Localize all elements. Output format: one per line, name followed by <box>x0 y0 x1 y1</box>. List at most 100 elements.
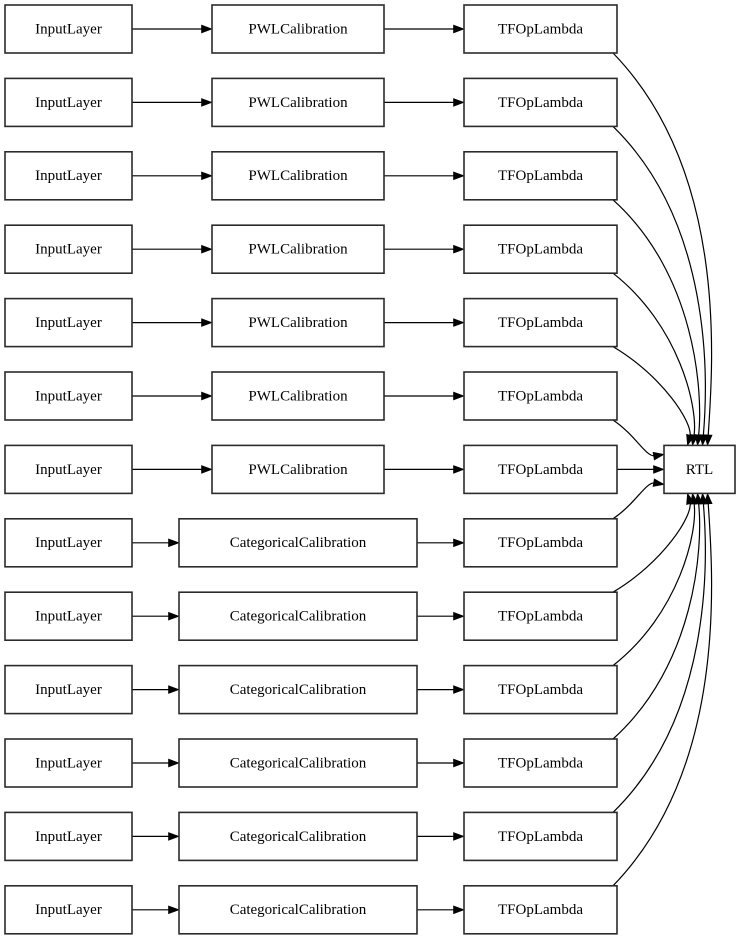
node-input-layer-3-box <box>4 151 133 201</box>
node-calibration-6[interactable]: PWLCalibration <box>211 371 385 421</box>
node-calibration-7-box <box>211 444 385 495</box>
node-input-layer-4-box <box>4 224 133 274</box>
node-calibration-5-label: PWLCalibration <box>248 315 348 331</box>
edge-input-to-calibration-8-arrowhead <box>168 538 180 548</box>
node-rtl-label: RTL <box>686 462 713 478</box>
node-calibration-3[interactable]: PWLCalibration <box>211 151 385 201</box>
node-calibration-10-label: CategoricalCalibration <box>230 682 367 698</box>
node-input-layer-1[interactable]: InputLayer <box>4 4 133 54</box>
edge-calibration-to-lambda-12-arrowhead <box>453 832 465 841</box>
edge-input-to-calibration-10-arrowhead <box>168 685 180 694</box>
node-calibration-10[interactable]: CategoricalCalibration <box>178 664 418 715</box>
node-input-layer-11[interactable]: InputLayer <box>4 738 133 788</box>
node-tf-op-lambda-5-label: TFOpLambda <box>498 315 583 331</box>
node-input-layer-7[interactable]: InputLayer <box>4 444 133 495</box>
edge-input-to-calibration-6-arrowhead <box>201 391 213 401</box>
node-input-layer-3-label: InputLayer <box>35 168 102 184</box>
node-tf-op-lambda-7[interactable]: TFOpLambda <box>463 444 618 495</box>
node-tf-op-lambda-12-box <box>463 811 618 862</box>
node-tf-op-lambda-8-box <box>463 517 618 568</box>
node-calibration-2[interactable]: PWLCalibration <box>211 77 385 128</box>
node-tf-op-lambda-12[interactable]: TFOpLambda <box>463 811 618 862</box>
node-calibration-12[interactable]: CategoricalCalibration <box>178 811 418 862</box>
edge-calibration-to-lambda-8-arrowhead <box>453 538 465 548</box>
node-input-layer-8[interactable]: InputLayer <box>4 517 133 568</box>
node-input-layer-2[interactable]: InputLayer <box>4 77 133 128</box>
node-calibration-13-box <box>178 884 418 935</box>
node-input-layer-13-label: InputLayer <box>35 902 102 918</box>
node-calibration-4[interactable]: PWLCalibration <box>211 224 385 274</box>
node-input-layer-4[interactable]: InputLayer <box>4 224 133 274</box>
edge-lambda-to-rtl-13 <box>612 502 713 887</box>
edge-lambda-to-rtl-3 <box>612 199 701 437</box>
node-calibration-11[interactable]: CategoricalCalibration <box>178 738 418 788</box>
node-input-layer-2-label: InputLayer <box>35 95 102 111</box>
node-calibration-13[interactable]: CategoricalCalibration <box>178 884 418 935</box>
edge-calibration-to-lambda-7-arrowhead <box>453 465 465 474</box>
node-calibration-10-box <box>178 664 418 715</box>
node-tf-op-lambda-9[interactable]: TFOpLambda <box>463 591 618 642</box>
node-tf-op-lambda-9-box <box>463 591 618 642</box>
node-input-layer-10-box <box>4 664 133 715</box>
node-tf-op-lambda-10[interactable]: TFOpLambda <box>463 664 618 715</box>
node-input-layer-12[interactable]: InputLayer <box>4 811 133 862</box>
node-tf-op-lambda-6-box <box>463 371 618 421</box>
edge-calibration-to-lambda-11-arrowhead <box>453 758 465 768</box>
node-input-layer-9[interactable]: InputLayer <box>4 591 133 642</box>
edge-calibration-to-lambda-13-arrowhead <box>453 905 465 915</box>
edge-lambda-to-rtl-5 <box>612 346 691 437</box>
node-calibration-5[interactable]: PWLCalibration <box>211 297 385 348</box>
node-tf-op-lambda-10-label: TFOpLambda <box>498 682 583 698</box>
node-input-layer-11-label: InputLayer <box>35 755 102 771</box>
edge-lambda-to-rtl-12 <box>612 502 706 813</box>
node-tf-op-lambda-5[interactable]: TFOpLambda <box>463 297 618 348</box>
node-calibration-7[interactable]: PWLCalibration <box>211 444 385 495</box>
edge-input-to-calibration-4-arrowhead <box>201 244 213 254</box>
node-input-layer-5-label: InputLayer <box>35 315 102 331</box>
node-tf-op-lambda-4-label: TFOpLambda <box>498 242 583 258</box>
node-calibration-1[interactable]: PWLCalibration <box>211 4 385 54</box>
edge-lambda-to-rtl-7-arrowhead <box>653 465 665 474</box>
node-tf-op-lambda-1[interactable]: TFOpLambda <box>463 4 618 54</box>
node-tf-op-lambda-13-label: TFOpLambda <box>498 902 583 918</box>
node-input-layer-3[interactable]: InputLayer <box>4 151 133 201</box>
node-tf-op-lambda-13[interactable]: TFOpLambda <box>463 884 618 935</box>
edge-lambda-to-rtl-13-arrowhead <box>703 492 713 505</box>
node-calibration-6-label: PWLCalibration <box>248 388 348 404</box>
node-rtl-box <box>663 444 736 495</box>
node-calibration-8-label: CategoricalCalibration <box>230 535 367 551</box>
edge-input-to-calibration-1-arrowhead <box>201 24 213 34</box>
edge-lambda-to-rtl-4 <box>612 272 696 437</box>
node-calibration-9[interactable]: CategoricalCalibration <box>178 591 418 642</box>
node-tf-op-lambda-1-box <box>463 4 618 54</box>
node-input-layer-6-label: InputLayer <box>35 388 102 404</box>
node-input-layer-6-box <box>4 371 133 421</box>
node-tf-op-lambda-11[interactable]: TFOpLambda <box>463 738 618 788</box>
node-tf-op-lambda-8[interactable]: TFOpLambda <box>463 517 618 568</box>
edge-input-to-calibration-2-arrowhead <box>201 98 213 107</box>
node-tf-op-lambda-10-box <box>463 664 618 715</box>
node-input-layer-13[interactable]: InputLayer <box>4 884 133 935</box>
node-input-layer-6[interactable]: InputLayer <box>4 371 133 421</box>
edge-calibration-to-lambda-1-arrowhead <box>453 24 465 34</box>
node-calibration-8[interactable]: CategoricalCalibration <box>178 517 418 568</box>
node-input-layer-9-label: InputLayer <box>35 609 102 625</box>
node-input-layer-5-box <box>4 297 133 348</box>
node-calibration-9-label: CategoricalCalibration <box>230 609 367 625</box>
node-tf-op-lambda-3[interactable]: TFOpLambda <box>463 151 618 201</box>
node-calibration-6-box <box>211 371 385 421</box>
node-rtl[interactable]: RTL <box>663 444 736 495</box>
node-tf-op-lambda-9-label: TFOpLambda <box>498 609 583 625</box>
node-input-layer-5[interactable]: InputLayer <box>4 297 133 348</box>
edge-calibration-to-lambda-5-arrowhead <box>453 318 465 327</box>
node-tf-op-lambda-6[interactable]: TFOpLambda <box>463 371 618 421</box>
node-tf-op-lambda-4[interactable]: TFOpLambda <box>463 224 618 274</box>
edge-input-to-calibration-11-arrowhead <box>168 758 180 768</box>
node-input-layer-10[interactable]: InputLayer <box>4 664 133 715</box>
edge-calibration-to-lambda-2-arrowhead <box>453 98 465 107</box>
node-calibration-12-box <box>178 811 418 862</box>
node-tf-op-lambda-7-box <box>463 444 618 495</box>
node-tf-op-lambda-2[interactable]: TFOpLambda <box>463 77 618 128</box>
